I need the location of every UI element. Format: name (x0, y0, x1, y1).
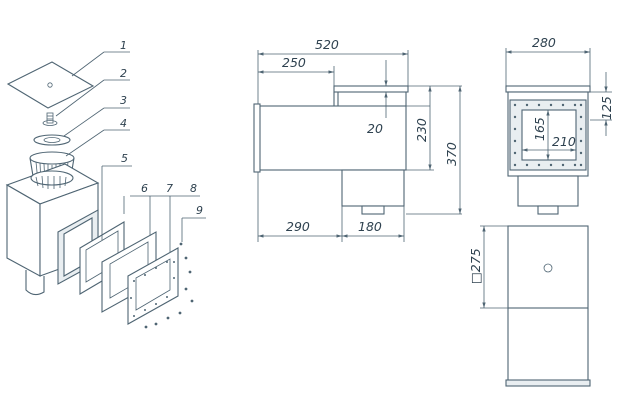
front-view: 280 165 210 125 (505, 35, 614, 215)
dim-165: 165 (532, 117, 547, 141)
exploded-view: 1 2 3 4 5 6 7 8 9 (5, 39, 206, 329)
callout-4: 4 (120, 117, 127, 130)
callout-8: 8 (190, 182, 197, 195)
dim-280: 280 (532, 35, 556, 50)
screws-9 (144, 242, 194, 329)
dim-520: 520 (315, 37, 339, 52)
dim-180: 180 (358, 219, 382, 234)
callout-2: 2 (120, 67, 127, 80)
lid-part (6, 61, 95, 109)
dim-20: 20 (367, 121, 383, 136)
callout-6: 6 (141, 182, 148, 195)
bottom-view: □275 (468, 225, 591, 387)
screw-part (42, 112, 58, 126)
dim-125: 125 (599, 96, 614, 120)
callout-1: 1 (120, 39, 127, 52)
part-callouts: 1 2 3 4 5 6 7 8 9 (55, 39, 206, 252)
callout-9: 9 (196, 204, 203, 217)
dim-210: 210 (552, 134, 576, 149)
callout-3: 3 (120, 94, 127, 107)
dim-275: □275 (468, 248, 483, 284)
dim-230: 230 (414, 118, 429, 142)
callout-5: 5 (121, 152, 128, 165)
dim-370: 370 (444, 142, 459, 166)
frame-7 (127, 247, 179, 325)
side-view: 520 250 20 230 370 290 180 (253, 37, 462, 242)
ring-part (33, 134, 71, 146)
dim-250: 250 (282, 55, 306, 70)
dim-290: 290 (286, 219, 310, 234)
callout-7: 7 (166, 182, 173, 195)
